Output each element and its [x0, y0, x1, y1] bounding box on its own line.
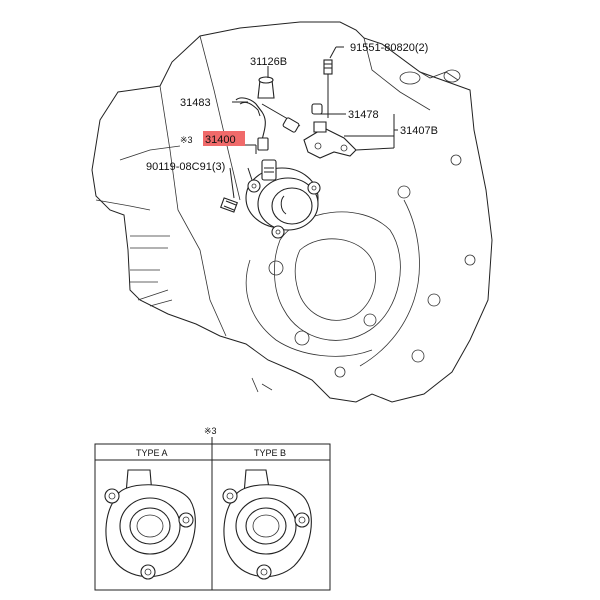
label-cap: 31126B [250, 56, 287, 68]
label-main-part: 31400 [205, 134, 236, 146]
label-bracket: 31407B [400, 125, 438, 137]
type-a-label: TYPE A [136, 448, 168, 458]
inset-note: ※3 [204, 426, 217, 436]
label-bleeder: 31478 [348, 109, 379, 121]
highlight-box [203, 131, 245, 146]
clutch-release-cylinder [220, 159, 321, 239]
type-a-cylinder [104, 469, 196, 580]
transmission-housing [91, 21, 493, 403]
bracket-assembly [303, 103, 357, 159]
label-bolt-top: 91551-80820(2) [350, 42, 428, 54]
type-b-label: TYPE B [254, 448, 286, 458]
label-bolts: 90119-08C91(3) [146, 161, 225, 173]
label-main-note: ※3 [180, 135, 193, 145]
callout-labels: 91551-80820(2) 31126B 31483 31478 31407B… [146, 42, 438, 173]
variant-inset: ※3 TYPE A TYPE B [94, 426, 331, 591]
clutch-tube [235, 97, 301, 151]
top-bolt [323, 59, 333, 118]
type-b-cylinder [222, 469, 312, 580]
bleeder-cap [257, 76, 275, 99]
label-tube: 31483 [180, 97, 211, 109]
